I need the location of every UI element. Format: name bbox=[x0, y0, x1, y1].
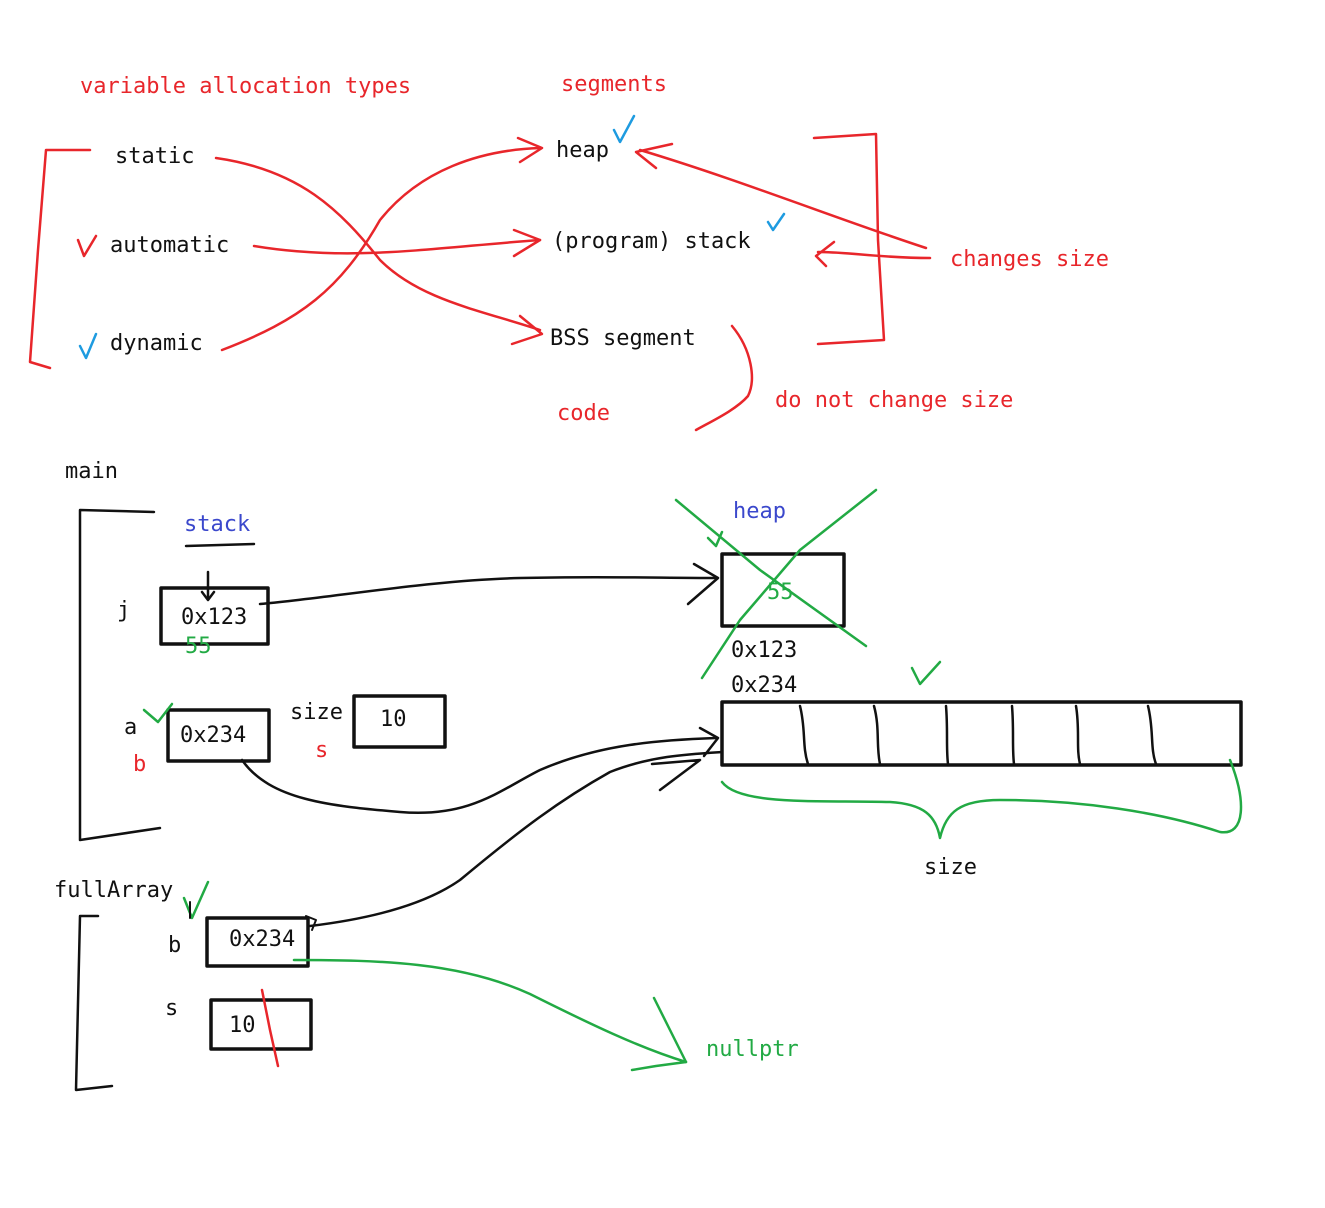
heap-label-check bbox=[706, 530, 724, 548]
var-j-label: j bbox=[117, 598, 131, 623]
size-box bbox=[352, 694, 447, 749]
segment-code: code bbox=[557, 401, 610, 426]
changes-size-note: changes size bbox=[950, 247, 1109, 272]
b-to-nullptr-arrowhead bbox=[630, 996, 688, 1072]
stack-check bbox=[766, 212, 786, 232]
main-stack-label: stack bbox=[184, 512, 251, 537]
nullptr-label: nullptr bbox=[706, 1037, 799, 1062]
automatic-to-stack-arrow bbox=[252, 238, 542, 255]
no-change-brace bbox=[694, 324, 754, 432]
fullarray-var-s: s bbox=[165, 996, 179, 1021]
allocation-types-bracket bbox=[28, 148, 92, 370]
b-to-nullptr-arrow bbox=[292, 958, 688, 1064]
array-divider bbox=[798, 704, 810, 766]
array-size-brace bbox=[720, 758, 1243, 840]
heap-cell-cross-1 bbox=[674, 498, 868, 648]
j-to-heap-arrowhead bbox=[686, 562, 720, 606]
array-box bbox=[720, 700, 1243, 767]
heap-area-title: heap bbox=[733, 499, 786, 524]
heap-check bbox=[612, 114, 636, 144]
changes-to-heap-arrowhead bbox=[634, 142, 674, 170]
allocation-types-title: variable allocation types bbox=[80, 74, 412, 99]
fullarray-check bbox=[182, 880, 210, 920]
size-label: size bbox=[290, 700, 343, 725]
array-divider bbox=[1010, 704, 1016, 766]
array-divider bbox=[944, 704, 950, 766]
heap-addr-2: 0x234 bbox=[731, 673, 798, 698]
array-dividers bbox=[798, 704, 1158, 766]
fullarray-b-value: 0x234 bbox=[229, 927, 296, 952]
alloc-automatic: automatic bbox=[110, 233, 230, 258]
no-change-size-note: do not change size bbox=[775, 388, 1014, 413]
heap-cell-box bbox=[720, 552, 846, 628]
j-old-value: 55 bbox=[185, 634, 212, 659]
size-value: 10 bbox=[380, 707, 407, 732]
heap-cell-cross-2 bbox=[700, 488, 878, 680]
a-value: 0x234 bbox=[180, 723, 247, 748]
a-box bbox=[166, 708, 271, 763]
automatic-check bbox=[76, 234, 98, 258]
s-strike bbox=[260, 988, 280, 1068]
changes-to-stack-arrowhead bbox=[814, 240, 836, 268]
fullarray-s-value: 10 bbox=[229, 1013, 256, 1038]
segments-title: segments bbox=[561, 72, 667, 97]
segment-stack: (program) stack bbox=[552, 229, 751, 254]
stack-underline bbox=[184, 542, 256, 548]
b-to-array-arrow bbox=[308, 750, 724, 928]
s-label: s bbox=[315, 738, 329, 763]
changes-size-bracket bbox=[812, 132, 886, 346]
a-check bbox=[142, 702, 174, 724]
array-size-label: size bbox=[924, 855, 977, 880]
a-to-array-arrowhead bbox=[698, 726, 720, 758]
dynamic-to-heap-arrow bbox=[220, 146, 542, 352]
var-b-label: b bbox=[133, 752, 147, 777]
array-check bbox=[910, 660, 942, 686]
fullarray-var-b: b bbox=[168, 933, 182, 958]
b-arrow-start-hook bbox=[305, 915, 317, 931]
main-frame-bracket bbox=[78, 508, 162, 842]
automatic-to-stack-arrowhead bbox=[512, 228, 542, 258]
fullarray-frame-title: fullArray bbox=[54, 878, 174, 903]
a-to-array-arrow bbox=[240, 736, 718, 815]
segment-heap: heap bbox=[556, 138, 609, 163]
b-to-array-arrowhead bbox=[650, 758, 702, 792]
dynamic-check bbox=[78, 332, 98, 360]
heap-addr-1: 0x123 bbox=[731, 638, 798, 663]
array-divider bbox=[1146, 704, 1158, 766]
array-divider bbox=[872, 704, 882, 766]
alloc-static: static bbox=[115, 144, 195, 169]
segment-bss: BSS segment bbox=[550, 326, 696, 351]
main-frame-title: main bbox=[65, 459, 118, 484]
fullarray-frame-bracket bbox=[74, 914, 114, 1092]
alloc-dynamic: dynamic bbox=[110, 331, 203, 356]
fullarray-s-box bbox=[209, 998, 313, 1051]
static-to-bss-arrow bbox=[214, 156, 542, 332]
j-value: 0x123 bbox=[181, 605, 248, 630]
stack-pointer-arrowhead bbox=[200, 590, 216, 602]
changes-to-heap-arrow bbox=[638, 148, 928, 250]
j-to-heap-arrow bbox=[258, 575, 718, 606]
dynamic-to-heap-arrowhead bbox=[516, 136, 544, 164]
var-a-label: a bbox=[124, 715, 138, 740]
static-to-bss-arrowhead bbox=[510, 314, 544, 346]
fullarray-b-box bbox=[205, 916, 310, 968]
array-divider bbox=[1074, 704, 1082, 766]
heap-cell-value: 55 bbox=[767, 580, 794, 605]
j-box bbox=[159, 586, 270, 646]
changes-to-stack-arrow bbox=[816, 250, 932, 260]
